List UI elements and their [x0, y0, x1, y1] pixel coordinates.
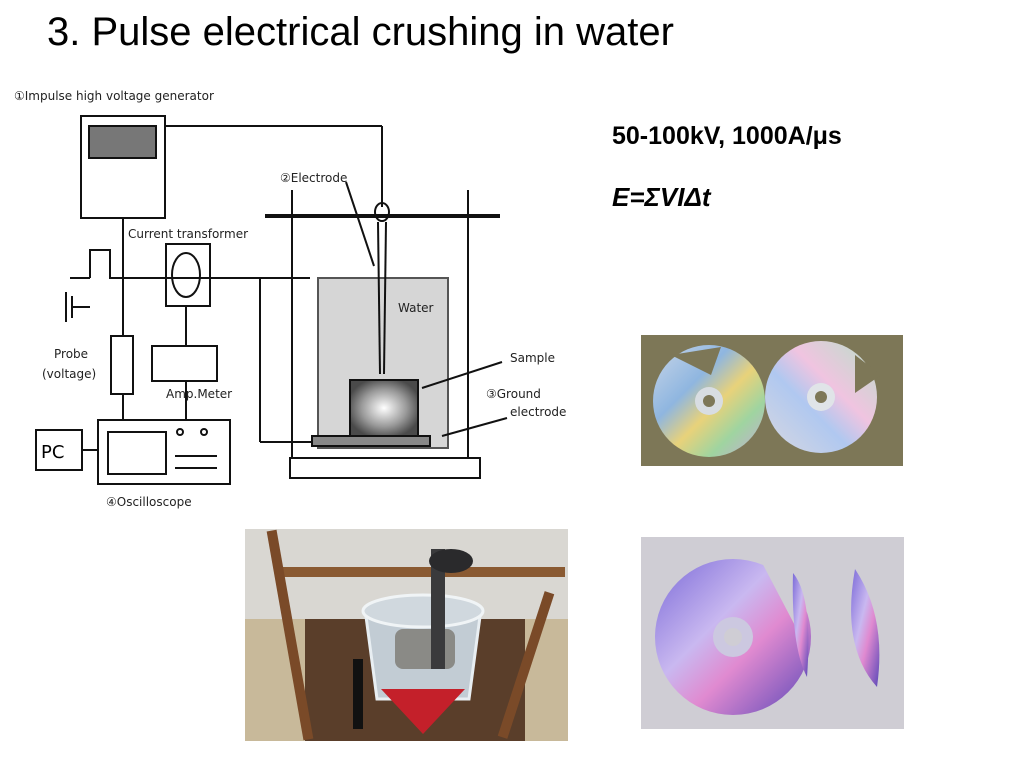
electrode-label: ②Electrode: [280, 171, 347, 185]
broken-cd-photo-2: [641, 537, 904, 729]
setup-photo: [245, 529, 568, 741]
probe-label-1: Probe: [54, 347, 88, 361]
oscilloscope-label: ④Oscilloscope: [106, 495, 192, 509]
current-transformer-label: Current transformer: [128, 227, 248, 241]
ground-electrode-label-1: ③Ground: [486, 387, 541, 401]
slide-title: 3. Pulse electrical crushing in water: [47, 10, 674, 54]
generator-label: ①Impulse high voltage generator: [14, 89, 214, 103]
broken-cd-photo-1: [641, 335, 903, 466]
ground-electrode-label-2: electrode: [510, 405, 566, 419]
water-label: Water: [398, 301, 434, 315]
energy-equation: E=ΣVIΔt: [612, 182, 711, 212]
voltage-current-spec: 50-100kV, 1000A/μs: [612, 122, 842, 150]
probe-label-2: (voltage): [42, 367, 96, 381]
apparatus-diagram: ①Impulse high voltage generator ②Electro…: [14, 89, 566, 509]
amp-meter-label: Amp.Meter: [166, 387, 232, 401]
sample-label: Sample: [510, 351, 555, 365]
pc-label: PC: [41, 442, 64, 463]
